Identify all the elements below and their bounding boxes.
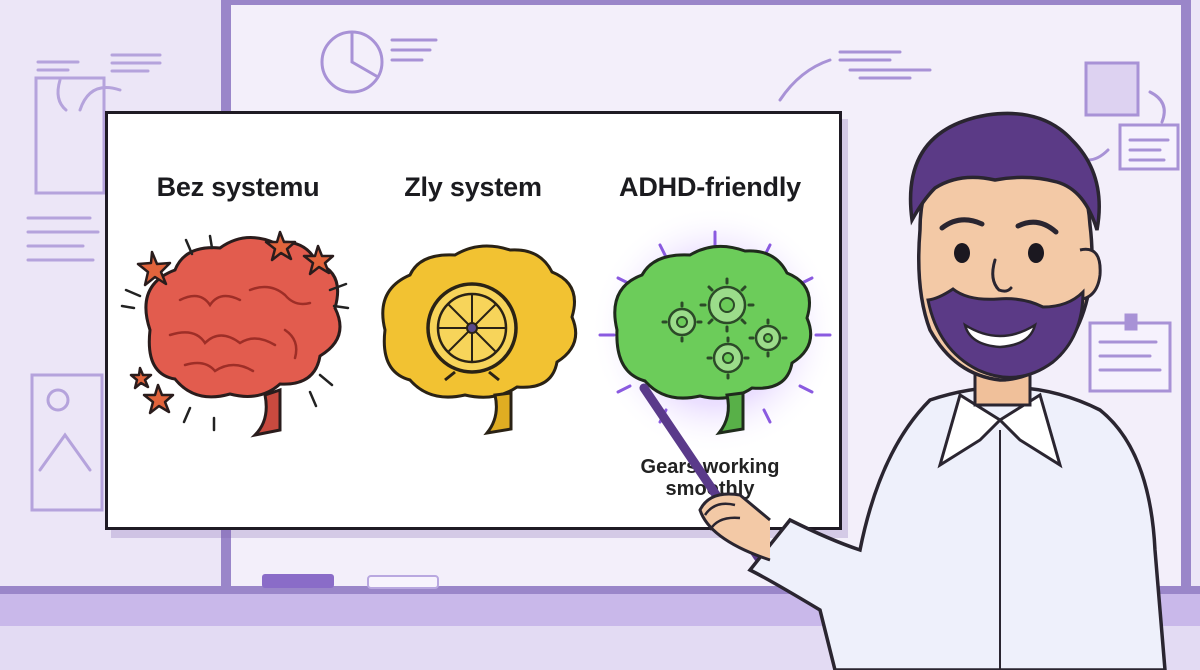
column-title-no-system: Bez systemu bbox=[156, 172, 320, 202]
column-title-bad-system: Zly system bbox=[404, 172, 542, 202]
column-title-adhd-friendly: ADHD-friendly bbox=[619, 172, 801, 202]
gears-caption: Gears working smoothly bbox=[640, 456, 780, 500]
